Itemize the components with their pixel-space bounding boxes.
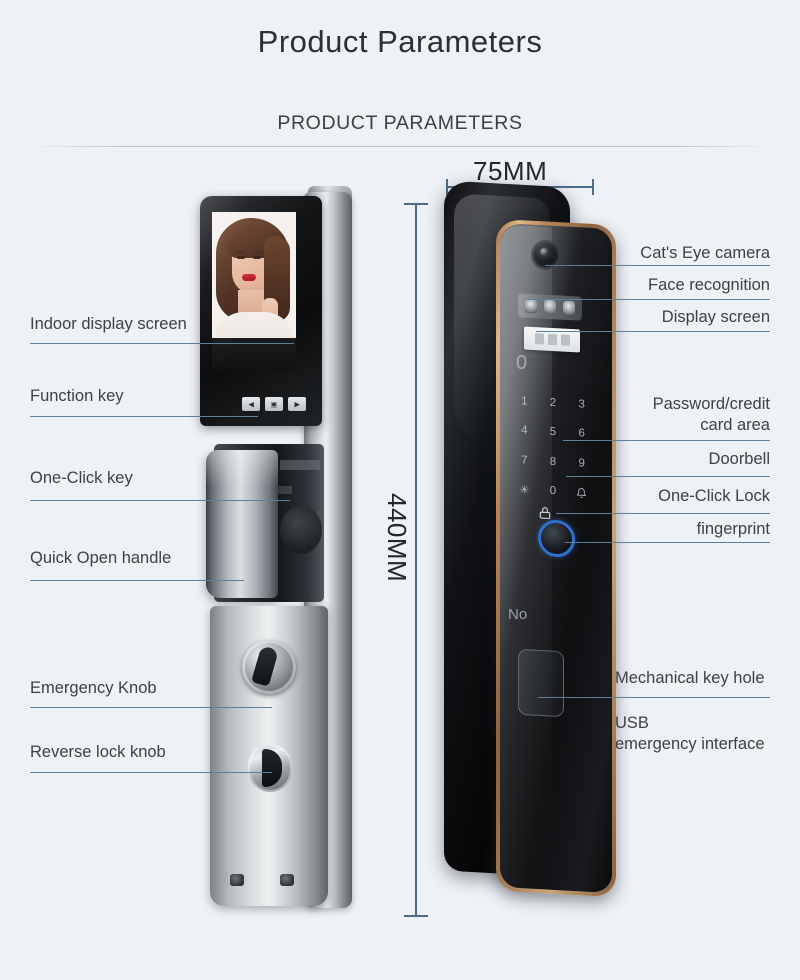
height-dimension-label: 440MM [382, 493, 412, 583]
display-segment-2 [547, 333, 557, 346]
one-click-key-slot [280, 460, 320, 470]
leader-function-key [30, 416, 258, 417]
height-dimension-cap-top [404, 203, 428, 205]
cats-eye-camera-icon [533, 242, 559, 268]
mechanical-key-hole-cover[interactable] [518, 648, 564, 718]
leader-reverse-lock-knob [30, 772, 272, 773]
function-key-3[interactable]: ▶ [288, 397, 306, 411]
reverse-lock-knob[interactable] [248, 744, 292, 792]
callout-label-indoor-display-screen: Indoor display screen [30, 315, 187, 333]
callout-label-function-key: Function key [30, 387, 124, 405]
callout-label-display-screen: Display screen [661, 308, 770, 326]
handle-pivot [280, 506, 322, 554]
callout-label-password-credit-card-area: Password/credit card area [652, 395, 770, 434]
leader-one-click-key [30, 500, 290, 501]
mounting-screw-right [280, 874, 294, 886]
function-key-2-glyph: ▣ [270, 400, 278, 408]
callout-label-one-click-lock: One-Click Lock [658, 487, 770, 505]
callout-label-face-recognition: Face recognition [648, 276, 770, 294]
indoor-display-screen [212, 212, 296, 370]
leader-quick-open-handle [30, 580, 244, 581]
display-value: 0 [516, 352, 528, 374]
height-dimension-line [415, 203, 417, 917]
leader-password-credit-card-area [563, 440, 770, 441]
callout-label-reverse-lock-knob: Reverse lock knob [30, 743, 166, 761]
width-dimension-cap-left [446, 179, 448, 195]
function-key-2[interactable]: ▣ [265, 397, 283, 411]
handle-detail-notch [278, 486, 292, 494]
display-segment-1 [534, 333, 544, 345]
emergency-knob[interactable] [242, 640, 296, 694]
leader-fingerprint [565, 542, 770, 543]
callout-label-doorbell: Doorbell [708, 450, 770, 468]
password-credit-card-keypad[interactable]: 1 2 3 4 5 6 7 8 9 ✳ 0 [510, 386, 596, 509]
page-subtitle: PRODUCT PARAMETERS [277, 112, 523, 134]
header-divider [32, 146, 768, 147]
mounting-screw-left [230, 874, 244, 886]
function-key-strip[interactable]: ◀ ▣ ▶ [242, 396, 308, 412]
callout-label-cats-eye-camera: Cat's Eye camera [640, 244, 770, 262]
callout-label-emergency-knob: Emergency Knob [30, 679, 157, 697]
width-dimension-label: 75MM [473, 156, 548, 186]
width-dimension-cap-right [592, 179, 594, 195]
keypad-overlay-text: No [508, 606, 528, 623]
handle-glare [206, 450, 278, 486]
callout-label-one-click-key: One-Click key [30, 469, 133, 487]
leader-display-screen [536, 331, 770, 332]
function-key-3-glyph: ▶ [294, 400, 300, 408]
height-dimension-cap-bottom [404, 915, 428, 917]
leader-cats-eye-camera [545, 265, 770, 266]
leader-one-click-lock [556, 513, 770, 514]
display-segment-3 [560, 334, 570, 346]
function-key-1[interactable]: ◀ [242, 397, 260, 411]
leader-emergency-knob [30, 707, 272, 708]
page-title: Product Parameters [257, 24, 543, 59]
quick-open-handle[interactable] [206, 450, 278, 598]
leader-indoor-display-screen [30, 343, 294, 344]
callout-label-quick-open-handle: Quick Open handle [30, 549, 172, 567]
leader-doorbell [566, 476, 770, 477]
leader-mechanical-key-hole [538, 697, 770, 698]
callout-label-fingerprint: fingerprint [696, 520, 770, 538]
function-key-1-glyph: ◀ [248, 400, 254, 408]
callout-label-mechanical-key-hole: Mechanical key hole [615, 669, 765, 687]
callout-label-usb-emergency-interface: USB emergency interface [615, 714, 765, 753]
leader-face-recognition [527, 299, 770, 300]
one-click-lock-icon[interactable] [538, 505, 552, 522]
outdoor-panel-illustration: 0 1 2 3 4 5 6 7 8 9 ✳ 0 No [438, 180, 628, 920]
doorbell-icon[interactable] [567, 477, 596, 508]
